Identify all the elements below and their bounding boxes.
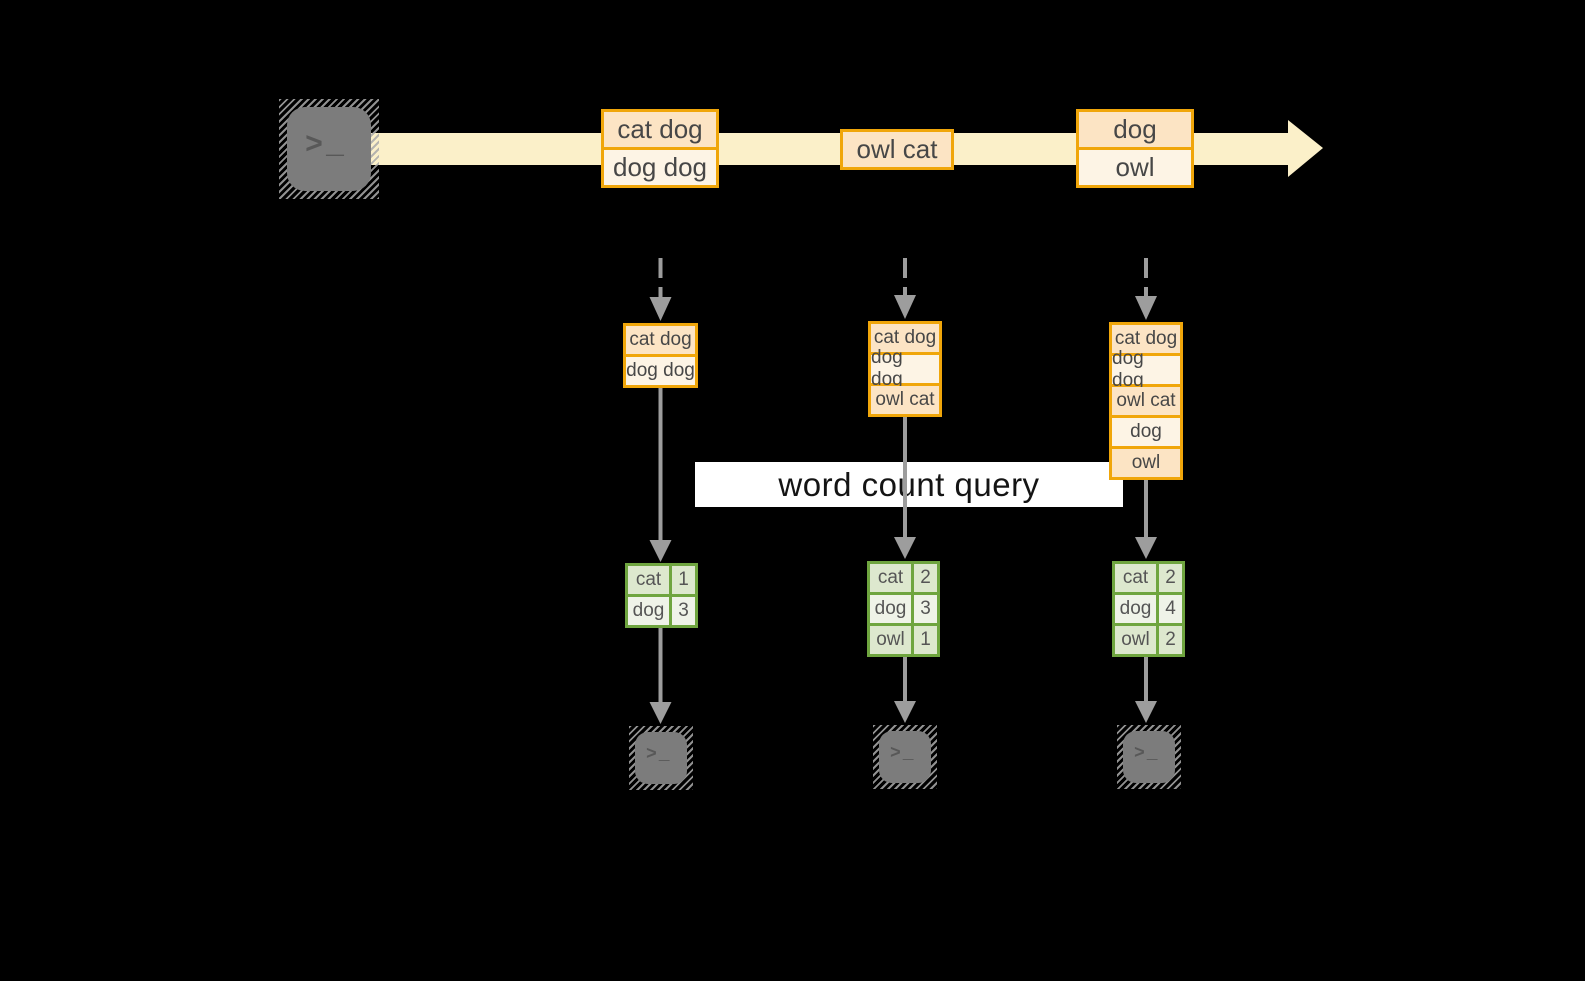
arrowhead-icon (894, 537, 916, 559)
window-record: owl cat (1112, 387, 1180, 415)
stream-batch-2: owl cat (840, 129, 954, 170)
stream-batch-3: dog owl (1076, 109, 1194, 188)
window-state-1: cat dog dog dog (623, 323, 698, 388)
window-record: cat dog (626, 326, 695, 354)
arrowhead-icon (649, 540, 672, 562)
result-table-2: cat 2 dog 3 owl 1 (867, 561, 940, 657)
stream-record: owl cat (843, 132, 951, 167)
stream-batch-1: cat dog dog dog (601, 109, 719, 188)
count-cell: 3 (914, 595, 937, 623)
sink-terminal-icon: >_ (629, 726, 693, 790)
arrowhead-icon (1135, 296, 1157, 320)
terminal-glyph: >_ (1123, 731, 1175, 783)
table-row: owl 1 (870, 626, 937, 654)
table-row: cat 2 (870, 564, 937, 592)
table-row: cat 2 (1115, 564, 1182, 592)
word-cell: owl (870, 626, 911, 654)
word-cell: dog (628, 597, 669, 625)
window-record: owl cat (871, 386, 939, 414)
word-cell: dog (1115, 595, 1156, 623)
arrowhead-icon (894, 295, 916, 319)
arrowhead-icon (894, 701, 916, 723)
table-row: dog 4 (1115, 595, 1182, 623)
table-row: dog 3 (628, 597, 695, 625)
count-cell: 2 (1159, 564, 1182, 592)
window-record: cat dog (1112, 325, 1180, 353)
arrowhead-icon (1135, 701, 1157, 723)
terminal-glyph: >_ (287, 107, 371, 191)
count-cell: 1 (672, 566, 695, 594)
window-record: cat dog (871, 324, 939, 352)
word-cell: owl (1115, 626, 1156, 654)
table-row: dog 3 (870, 595, 937, 623)
table-row: owl 2 (1115, 626, 1182, 654)
table-row: cat 1 (628, 566, 695, 594)
sink-terminal-icon: >_ (873, 725, 937, 789)
arrowhead-icon (1135, 537, 1157, 559)
window-record: owl (1112, 449, 1180, 477)
result-table-3: cat 2 dog 4 owl 2 (1112, 561, 1185, 657)
window-state-2: cat dog dog dog owl cat (868, 321, 942, 417)
terminal-glyph: >_ (635, 732, 687, 784)
stream-record: owl (1079, 150, 1191, 185)
word-cell: dog (870, 595, 911, 623)
arrowhead-icon (649, 702, 672, 724)
word-cell: cat (870, 564, 911, 592)
count-cell: 2 (914, 564, 937, 592)
sink-terminal-icon: >_ (1117, 725, 1181, 789)
stream-record: dog dog (604, 150, 716, 185)
stream-record: cat dog (604, 112, 716, 147)
count-cell: 4 (1159, 595, 1182, 623)
terminal-glyph: >_ (879, 731, 931, 783)
query-label: word count query (695, 462, 1123, 507)
word-cell: cat (628, 566, 669, 594)
source-terminal-icon: >_ (279, 99, 379, 199)
window-record: dog (1112, 418, 1180, 446)
window-record: dog dog (1112, 348, 1180, 391)
window-state-3: cat dog dog dog owl cat dog owl (1109, 322, 1183, 480)
count-cell: 3 (672, 597, 695, 625)
arrowhead-icon (649, 297, 672, 321)
result-table-1: cat 1 dog 3 (625, 563, 698, 628)
window-record: dog dog (871, 347, 939, 390)
word-cell: cat (1115, 564, 1156, 592)
count-cell: 2 (1159, 626, 1182, 654)
window-record: dog dog (626, 357, 695, 385)
stream-record: dog (1079, 112, 1191, 147)
count-cell: 1 (914, 626, 937, 654)
stream-arrowhead-icon (1288, 120, 1323, 177)
